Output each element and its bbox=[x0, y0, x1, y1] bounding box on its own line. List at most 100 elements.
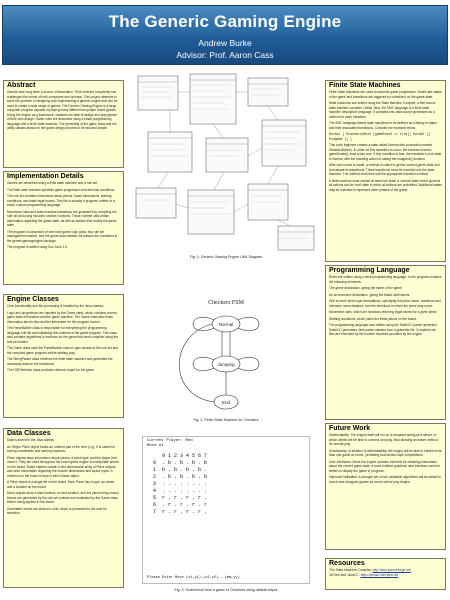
data-classes-text: Data is stored in the Java objects. bbox=[7, 438, 55, 442]
poster-title: The Generic Gaming Engine bbox=[108, 12, 342, 31]
abstract-panel: Abstract Games have long been a source o… bbox=[3, 80, 124, 168]
data-classes-panel: Data Classes Data is stored in the Java … bbox=[3, 428, 124, 588]
fsm-diagram: Normal Jumping End bbox=[179, 315, 260, 410]
uml-class-box bbox=[135, 187, 177, 219]
uml-connector bbox=[213, 171, 225, 191]
fsm-self-loop bbox=[192, 357, 215, 371]
uml-connector bbox=[233, 203, 249, 213]
abstract-heading: Abstract bbox=[7, 82, 36, 89]
console-board-row: 2 . b . b . b . b bbox=[153, 474, 208, 480]
fsm-title: Checkers FSM bbox=[208, 300, 244, 306]
engine-classes-text: The StringParser class retrieves the fin… bbox=[7, 357, 113, 366]
uml-class-box bbox=[261, 119, 307, 167]
data-classes-text: An Object Piece object tracks an ordered… bbox=[7, 444, 116, 454]
implementation-text: Games are described using a finite state… bbox=[7, 181, 99, 185]
fsm-caption: Fig. 2: Finite State Machine for Checker… bbox=[193, 418, 259, 422]
abstract-body: Games have long been a source of fascina… bbox=[4, 90, 123, 135]
resource-link[interactable]: http://smc.sourceforge.net bbox=[372, 568, 411, 572]
implementation-panel: Implementation Details Games are describ… bbox=[3, 171, 124, 285]
console-header: Current Player: Red bbox=[147, 439, 193, 443]
fsm-heading: Finite State Machines bbox=[329, 82, 401, 89]
console-figure: Current Player: Red Move #1 0 1 2 3 4 5 … bbox=[128, 428, 324, 598]
console-prompt: Please Enter Move (x1,y1)-(x2,y2)---(mm,… bbox=[147, 575, 240, 580]
engine-classes-body: Core functionality and file processing i… bbox=[4, 304, 123, 377]
console-board-row: 3 . . . . . . . . bbox=[153, 481, 208, 487]
console-board-row: 0 . b . b . b . b bbox=[153, 460, 208, 466]
language-panel: Programming Language Rules are written u… bbox=[325, 265, 446, 420]
uml-class-box bbox=[147, 131, 193, 173]
implementation-text: The finite state machine specifies game … bbox=[7, 187, 116, 192]
uml-connector bbox=[212, 123, 224, 139]
future-work-text: User Interfaces: Since the engine contai… bbox=[329, 459, 441, 473]
future-work-text: Distributability: The engine itself will… bbox=[329, 433, 438, 446]
resources-heading: Resources bbox=[329, 560, 365, 567]
fsm-state-label: End bbox=[222, 400, 231, 405]
data-classes-text: Move objects store a start location, an … bbox=[7, 491, 120, 504]
data-classes-text: Piece objects store information about pi… bbox=[7, 455, 119, 478]
fsm-text: State machines are written using the Sta… bbox=[329, 101, 436, 119]
console-board-row: 4 . . . . . . . . bbox=[153, 488, 208, 494]
language-text: An environment declaration, giving the b… bbox=[329, 292, 411, 297]
console-board-row: 0 1 2 3 4 5 6 7 bbox=[153, 453, 208, 459]
resource-label: The State Machine Compiler bbox=[329, 568, 371, 572]
resource-link[interactable]: https://javacc.dev.java.net bbox=[360, 572, 399, 577]
uml-diagram bbox=[135, 73, 315, 251]
uml-class-box bbox=[247, 77, 289, 107]
fsm-text: The SMC language allows state machines t… bbox=[329, 121, 437, 130]
uml-connector bbox=[267, 105, 279, 121]
fsm-self-loop bbox=[192, 317, 215, 331]
engine-classes-text: The GGEVerbose class provides verbose ou… bbox=[7, 368, 95, 372]
language-text: Starting conditions, which place the ini… bbox=[329, 316, 417, 321]
future-work-text: Simultaneity: In addition to distributab… bbox=[329, 448, 442, 458]
resource-item: The State Machine Compiler: http://smc.s… bbox=[329, 568, 411, 572]
console-board: 0 1 2 3 4 5 6 7 0 . b . b . b . b 1 b . … bbox=[153, 453, 305, 516]
resources-panel: Resources The State Machine Compiler: ht… bbox=[325, 558, 446, 590]
uml-class-box bbox=[187, 189, 235, 235]
engine-classes-text: Logic and progression are handled by the… bbox=[7, 310, 117, 324]
uml-class-box bbox=[137, 75, 179, 111]
implementation-text: The program is written using Sun Java 1.… bbox=[7, 245, 68, 249]
language-text: Movement rules, which are functions retu… bbox=[329, 310, 438, 314]
fsm-figure: Checkers FSM Normal Jumping End Fig. 2: … bbox=[128, 300, 324, 424]
fsm-self-loop bbox=[237, 357, 260, 371]
resource-item: JUTree and JavaCC: https://javacc.dev.ja… bbox=[329, 572, 399, 577]
uml-connector bbox=[157, 171, 169, 189]
data-classes-heading: Data Classes bbox=[7, 430, 51, 437]
console-screenshot: Current Player: Red Move #1 0 1 2 3 4 5 … bbox=[142, 436, 310, 584]
language-text: The game declaration, giving the name of… bbox=[329, 286, 403, 290]
fsm-text: Finite State Machines are used to descri… bbox=[329, 90, 442, 99]
console-board-row: 6 . r . r . r . r bbox=[153, 502, 208, 508]
resources-body: The State Machine Compiler: http://smc.s… bbox=[326, 568, 445, 579]
uml-connector bbox=[175, 203, 189, 209]
poster-header: The Generic Gaming Engine Andrew Burke A… bbox=[2, 5, 448, 65]
language-text: Rules are written using a small programm… bbox=[329, 275, 442, 284]
uml-connector bbox=[247, 147, 263, 157]
language-heading: Programming Language bbox=[329, 267, 410, 274]
data-classes-body: Data is stored in the Java objects. An O… bbox=[4, 438, 123, 520]
fsm-state-label: Jumping bbox=[217, 362, 235, 367]
future-work-panel: Future Work Distributability: The engine… bbox=[325, 423, 446, 550]
console-move: Move #1 bbox=[147, 444, 164, 448]
uml-caption: Fig. 1: Generic Gaming Engine UML Diagra… bbox=[189, 255, 263, 259]
poster-advisor: Advisor: Prof. Aaron Cass bbox=[176, 50, 274, 60]
fsm-body: Finite State Machines are used to descri… bbox=[326, 90, 445, 196]
implementation-text: The rule set contains information about … bbox=[7, 194, 115, 207]
uml-class-box bbox=[189, 73, 237, 125]
fsm-panel: Finite State Machines Finite State Machi… bbox=[325, 80, 446, 262]
future-work-heading: Future Work bbox=[329, 425, 371, 432]
console-caption: Fig. 3: Screenshot from a game of Checke… bbox=[174, 588, 278, 592]
console-board-row: 7 r . r . r . r . bbox=[153, 509, 208, 515]
language-text: The programming language was written usi… bbox=[329, 323, 438, 336]
data-classes-text: Generated moves are stored in a list, wh… bbox=[7, 506, 108, 516]
fsm-transition bbox=[179, 323, 215, 403]
poster-author: Andrew Burke bbox=[198, 38, 252, 48]
console-board-row: 5 r . r . r . r . bbox=[153, 495, 208, 501]
implementation-text: Movement rules and state machine transit… bbox=[7, 209, 117, 228]
uml-connector bbox=[277, 219, 291, 227]
resource-label: JUTree and JavaCC bbox=[329, 572, 359, 577]
fsm-state-label: Normal bbox=[219, 322, 234, 327]
implementation-body: Games are described using a finite state… bbox=[4, 181, 123, 254]
fsm-self-loop bbox=[237, 317, 260, 331]
language-text: One or more piece type declarations, spe… bbox=[329, 299, 441, 308]
